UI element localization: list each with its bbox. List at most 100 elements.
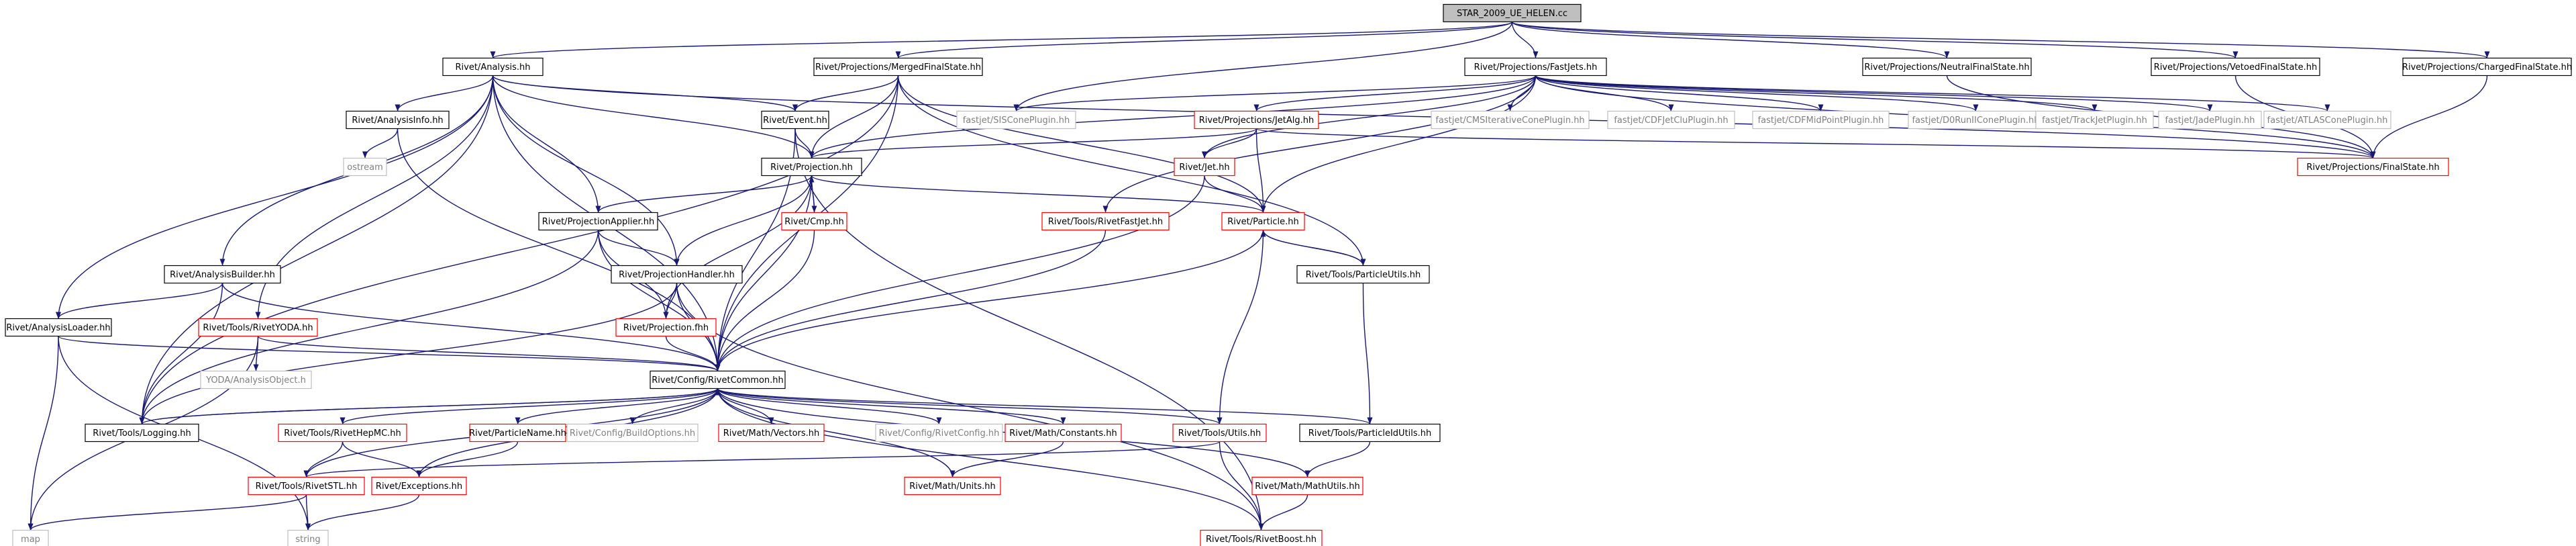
node-box <box>371 476 467 496</box>
node-label: Rivet/Config/RivetConfig.hh <box>879 428 1000 439</box>
edge-rivetcommon-to-particleidutils <box>717 388 1373 425</box>
edge-root-to-siscone <box>1013 21 1513 111</box>
node-rivetstl[interactable]: Rivet/Tools/RivetSTL.hh <box>248 476 365 496</box>
node-rivetyoda[interactable]: Rivet/Tools/RivetYODA.hh <box>198 318 318 337</box>
node-analysisbuilder[interactable]: Rivet/AnalysisBuilder.hh <box>164 265 281 284</box>
edge-rivetstl-to-string <box>305 494 311 531</box>
node-logging[interactable]: Rivet/Tools/Logging.hh <box>85 423 199 443</box>
node-label: Rivet/Particle.hh <box>1227 217 1298 227</box>
node-box <box>650 370 786 390</box>
edge-projection-to-particle <box>811 175 1266 214</box>
node-analysisinfo[interactable]: Rivet/AnalysisInfo.hh <box>346 110 450 130</box>
node-box <box>248 476 365 496</box>
node-exceptions[interactable]: Rivet/Exceptions.hh <box>371 476 467 496</box>
edge-jetalg-to-finalstate <box>1255 128 2375 159</box>
node-jet[interactable]: Rivet/Jet.hh <box>1174 157 1235 177</box>
node-mathunits[interactable]: Rivet/Math/Units.hh <box>904 476 1001 496</box>
node-siscone: fastjet/SISConePlugin.hh <box>956 110 1076 130</box>
node-label: Rivet/Math/Vectors.hh <box>723 428 820 439</box>
node-label: Rivet/Jet.hh <box>1179 163 1229 173</box>
node-finalstate[interactable]: Rivet/Projections/FinalState.hh <box>2297 157 2449 177</box>
node-atlascone: fastjet/ATLASConePlugin.hh <box>2263 110 2391 130</box>
node-label: Rivet/Projections/FinalState.hh <box>2306 163 2439 173</box>
edge-particlename-to-exceptions <box>416 441 519 477</box>
node-jetalg[interactable]: Rivet/Projections/JetAlg.hh <box>1194 110 1319 130</box>
edge-rivetcommon-to-mathunits <box>717 388 956 477</box>
node-label: Rivet/Math/MathUtils.hh <box>1255 482 1359 492</box>
edge-mathutils-to-rivetboost <box>1258 494 1308 531</box>
node-mathutils[interactable]: Rivet/Math/MathUtils.hh <box>1251 476 1363 496</box>
node-analysis[interactable]: Rivet/Analysis.hh <box>442 57 544 77</box>
edge-jetalg-to-jet <box>1202 128 1257 158</box>
node-particleidutils[interactable]: Rivet/Tools/ParticleIdUtils.hh <box>1299 423 1441 443</box>
node-projection[interactable]: Rivet/Projection.hh <box>761 157 862 177</box>
node-label: Rivet/Config/BuildOptions.hh <box>570 428 695 439</box>
edge-particleutils-to-particle <box>1260 230 1364 266</box>
node-neutralfs[interactable]: Rivet/Projections/NeutralFinalState.hh <box>1862 57 2032 77</box>
node-label: fastjet/CDFMidPointPlugin.hh <box>1758 116 1884 126</box>
node-box <box>1607 110 1735 130</box>
node-fastjets[interactable]: Rivet/Projections/FastJets.hh <box>1464 57 1607 77</box>
node-label: Rivet/Config/RivetCommon.hh <box>652 375 784 385</box>
node-event[interactable]: Rivet/Event.hh <box>761 110 829 130</box>
node-label: Rivet/Projections/ChargedFinalState.hh <box>2402 62 2572 73</box>
node-box <box>2263 110 2391 130</box>
node-vetoedfs[interactable]: Rivet/Projections/VetoedFinalState.hh <box>2151 57 2320 77</box>
node-box <box>1862 57 2032 77</box>
node-projapplier[interactable]: Rivet/ProjectionApplier.hh <box>538 212 658 231</box>
node-label: fastjet/CDFJetCluPlugin.hh <box>1614 116 1728 126</box>
node-label: Rivet/AnalysisLoader.hh <box>6 323 110 333</box>
node-analysisloader[interactable]: Rivet/AnalysisLoader.hh <box>5 318 112 337</box>
node-box <box>1194 110 1319 130</box>
node-label: fastjet/D0RunIIConePlugin.hh <box>1912 116 2039 126</box>
node-label: fastjet/SISConePlugin.hh <box>963 116 1070 126</box>
node-box <box>956 110 1076 130</box>
node-particle[interactable]: Rivet/Particle.hh <box>1221 212 1305 231</box>
node-cmp[interactable]: Rivet/Cmp.hh <box>781 212 847 231</box>
node-box <box>1172 423 1267 443</box>
edge-cmp-to-rivetcommon <box>715 230 815 371</box>
edge-fastjets-to-rivetfastjet <box>1102 75 1537 213</box>
edge-rivetcommon-to-particlename <box>515 388 719 424</box>
edge-projapplier-to-logging <box>139 230 599 424</box>
edge-analysisbuilder-to-analysisloader <box>56 283 223 319</box>
node-toolsutils[interactable]: Rivet/Tools/Utils.hh <box>1172 423 1267 443</box>
edge-analysis-to-logging <box>139 75 494 424</box>
node-mathconstants[interactable]: Rivet/Math/Constants.hh <box>1004 423 1122 443</box>
node-mergedfs[interactable]: Rivet/Projections/MergedFinalState.hh <box>813 57 983 77</box>
node-label: fastjet/ATLASConePlugin.hh <box>2267 116 2388 126</box>
node-root[interactable]: STAR_2009_UE_HELEN.cc <box>1443 3 1582 23</box>
node-jade: fastjet/JadePlugin.hh <box>2158 110 2262 130</box>
node-cdfjetclu: fastjet/CDFJetCluPlugin.hh <box>1607 110 1735 130</box>
edge-fastjets-to-atlascone <box>1535 75 2330 112</box>
node-cmsiter: fastjet/CMSIterativeConePlugin.hh <box>1431 110 1590 130</box>
edge-rivetcommon-to-toolsutils <box>717 388 1223 425</box>
node-rivetcommon[interactable]: Rivet/Config/RivetCommon.hh <box>650 370 786 390</box>
node-particlename[interactable]: Rivet/ParticleName.hh <box>469 423 566 443</box>
node-projhandler[interactable]: Rivet/ProjectionHandler.hh <box>611 265 743 284</box>
node-label: map <box>21 535 40 545</box>
edge-fastjets-to-projection <box>809 75 1537 158</box>
node-label: Rivet/ParticleName.hh <box>469 428 566 439</box>
edge-analysisinfo-to-ostream <box>362 128 399 158</box>
edge-rivethepmc-to-exceptions <box>342 441 422 477</box>
node-box <box>781 212 847 231</box>
node-particleutils[interactable]: Rivet/Tools/ParticleUtils.hh <box>1296 265 1430 284</box>
edge-rivetcommon-to-mathconstants <box>717 388 1066 425</box>
edge-rivetcommon-to-rivetboost <box>717 388 1264 531</box>
node-box <box>346 110 450 130</box>
node-projectionfhh[interactable]: Rivet/Projection.fhh <box>615 318 717 337</box>
node-box <box>1752 110 1890 130</box>
edge-particleutils-to-particleidutils <box>1362 283 1373 424</box>
node-rivethepmc[interactable]: Rivet/Tools/RivetHepMC.hh <box>278 423 407 443</box>
edge-fastjets-to-d0run2 <box>1535 75 1979 112</box>
node-mathvectors[interactable]: Rivet/Math/Vectors.hh <box>718 423 825 443</box>
node-rivetconfig: Rivet/Config/RivetConfig.hh <box>875 423 1003 443</box>
node-rivetboost[interactable]: Rivet/Tools/RivetBoost.hh <box>1200 529 1323 546</box>
node-map: map <box>12 529 49 546</box>
node-trackjet: fastjet/TrackJetPlugin.hh <box>2035 110 2154 130</box>
node-chargedfs[interactable]: Rivet/Projections/ChargedFinalState.hh <box>2402 57 2572 77</box>
node-box <box>566 423 699 443</box>
node-rivetfastjet[interactable]: Rivet/Tools/RivetFastJet.hh <box>1041 212 1170 231</box>
